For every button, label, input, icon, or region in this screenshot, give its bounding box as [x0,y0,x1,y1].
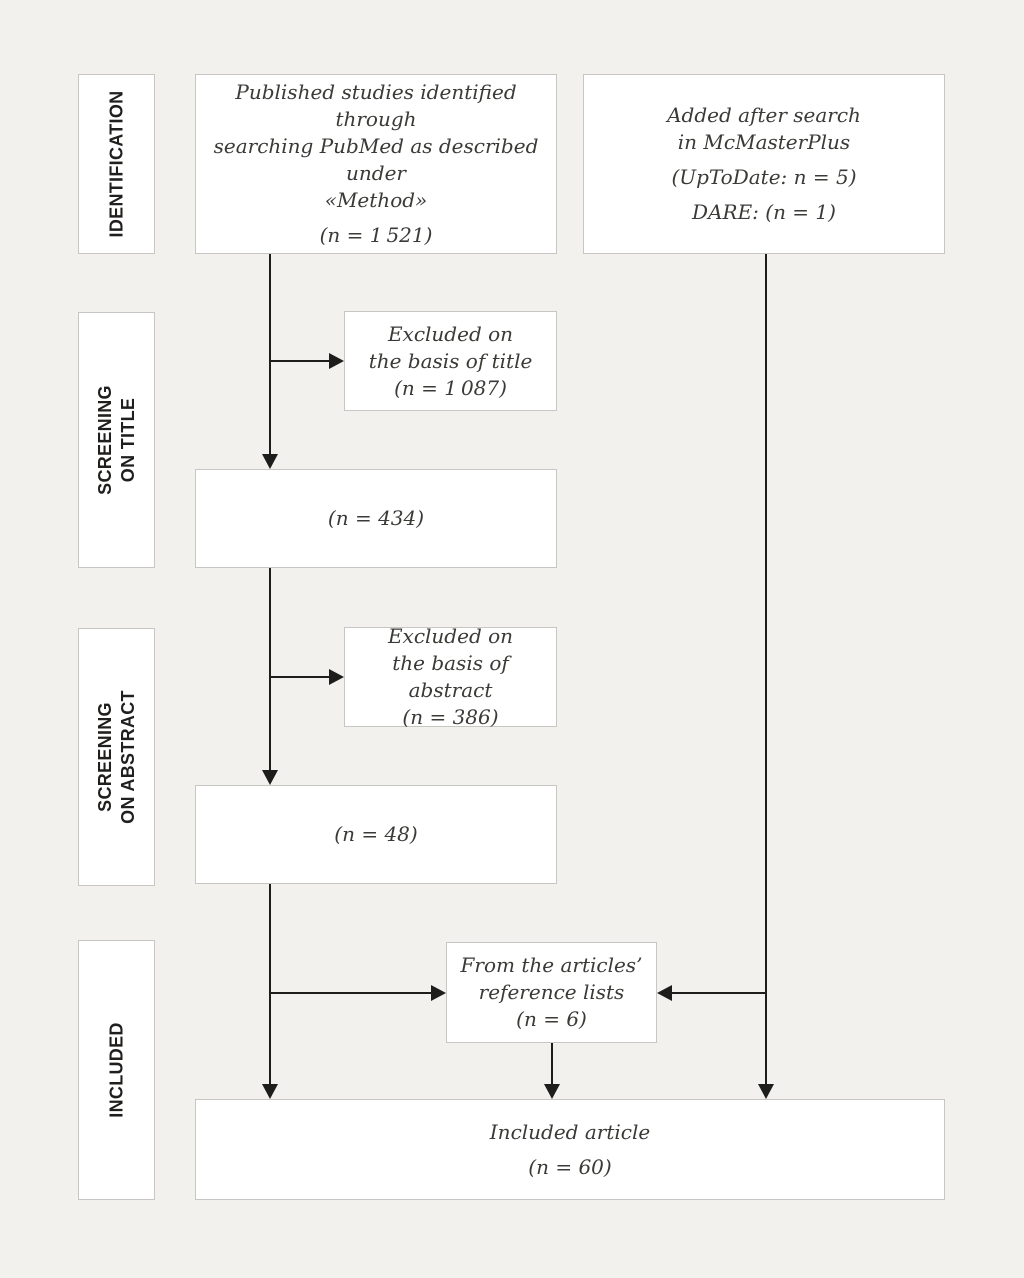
stage-included-label: INCLUDED [106,1022,126,1118]
stage-identification: IDENTIFICATION [78,74,155,254]
arrowhead-into-excluded-title [329,353,344,369]
box-pubmed-identified-count: (n = 1 521) [319,223,433,247]
arrowhead-into-n48 [262,770,278,785]
connector-to-references-line [270,992,432,994]
box-mcmasterplus-dare-count: DARE: (n = 1) [692,200,836,224]
connector-n48-to-included-line [269,884,271,1085]
box-excluded-on-title-count: (n = 1 087) [394,375,507,400]
box-excluded-on-abstract-count: (n = 386) [402,705,499,729]
connector-mcmaster-to-references-line [672,992,766,994]
arrowhead-into-references-right [657,985,672,1001]
stage-screening-on-title: SCREENING ON TITLE [78,312,155,568]
arrowhead-into-n434 [262,454,278,469]
box-after-title-screening: (n = 434) [195,469,557,568]
box-included-article-text: Included article [489,1119,651,1144]
box-excluded-on-title-text: Excluded on the basis of title [368,321,533,373]
connector-pubmed-to-n434-line [269,254,271,456]
stage-screening-on-abstract-label: SCREENING ON ABSTRACT [94,690,138,824]
box-pubmed-identified: Published studies identified through sea… [195,74,557,254]
arrowhead-into-included-right [758,1084,774,1099]
box-excluded-on-title: Excluded on the basis of title (n = 1 08… [344,311,557,411]
connector-to-excluded-abstract-line [270,676,330,678]
stage-included: INCLUDED [78,940,155,1200]
box-excluded-on-abstract: Excluded on the basis of abstract (n = 3… [344,624,557,729]
box-reference-lists-count: (n = 6) [516,1007,587,1031]
box-reference-lists-text: From the articles’ reference lists [460,953,643,1004]
stage-screening-on-abstract: SCREENING ON ABSTRACT [78,628,155,886]
box-mcmasterplus-uptodate-count: (UpToDate: n = 5) [671,165,857,189]
arrowhead-into-references-left [431,985,446,1001]
box-after-abstract-screening: (n = 48) [195,785,557,884]
box-after-abstract-screening-count: (n = 48) [334,822,418,846]
connector-references-to-included-line [551,1043,553,1085]
box-excluded-on-abstract-text: Excluded on the basis of abstract [387,624,514,702]
connector-n434-to-n48-line [269,568,271,771]
box-mcmasterplus-text: Added after search in McMasterPlus [667,103,861,154]
arrowhead-into-included-left [262,1084,278,1099]
box-included-article-count: (n = 60) [528,1154,612,1179]
connector-to-excluded-title-line [270,360,330,362]
stage-identification-label: IDENTIFICATION [106,90,126,238]
arrowhead-into-excluded-abstract [329,669,344,685]
arrowhead-into-included-center [544,1084,560,1099]
box-pubmed-identified-text: Published studies identified through sea… [213,80,539,212]
box-reference-lists: From the articles’ reference lists (n = … [446,942,657,1043]
stage-screening-on-title-label: SCREENING ON TITLE [94,385,138,495]
box-included-article: Included article (n = 60) [195,1099,945,1200]
box-mcmasterplus: Added after search in McMasterPlus (UpTo… [583,74,945,254]
box-after-title-screening-count: (n = 434) [327,506,425,530]
connector-mcmaster-to-included-line [765,254,767,1085]
